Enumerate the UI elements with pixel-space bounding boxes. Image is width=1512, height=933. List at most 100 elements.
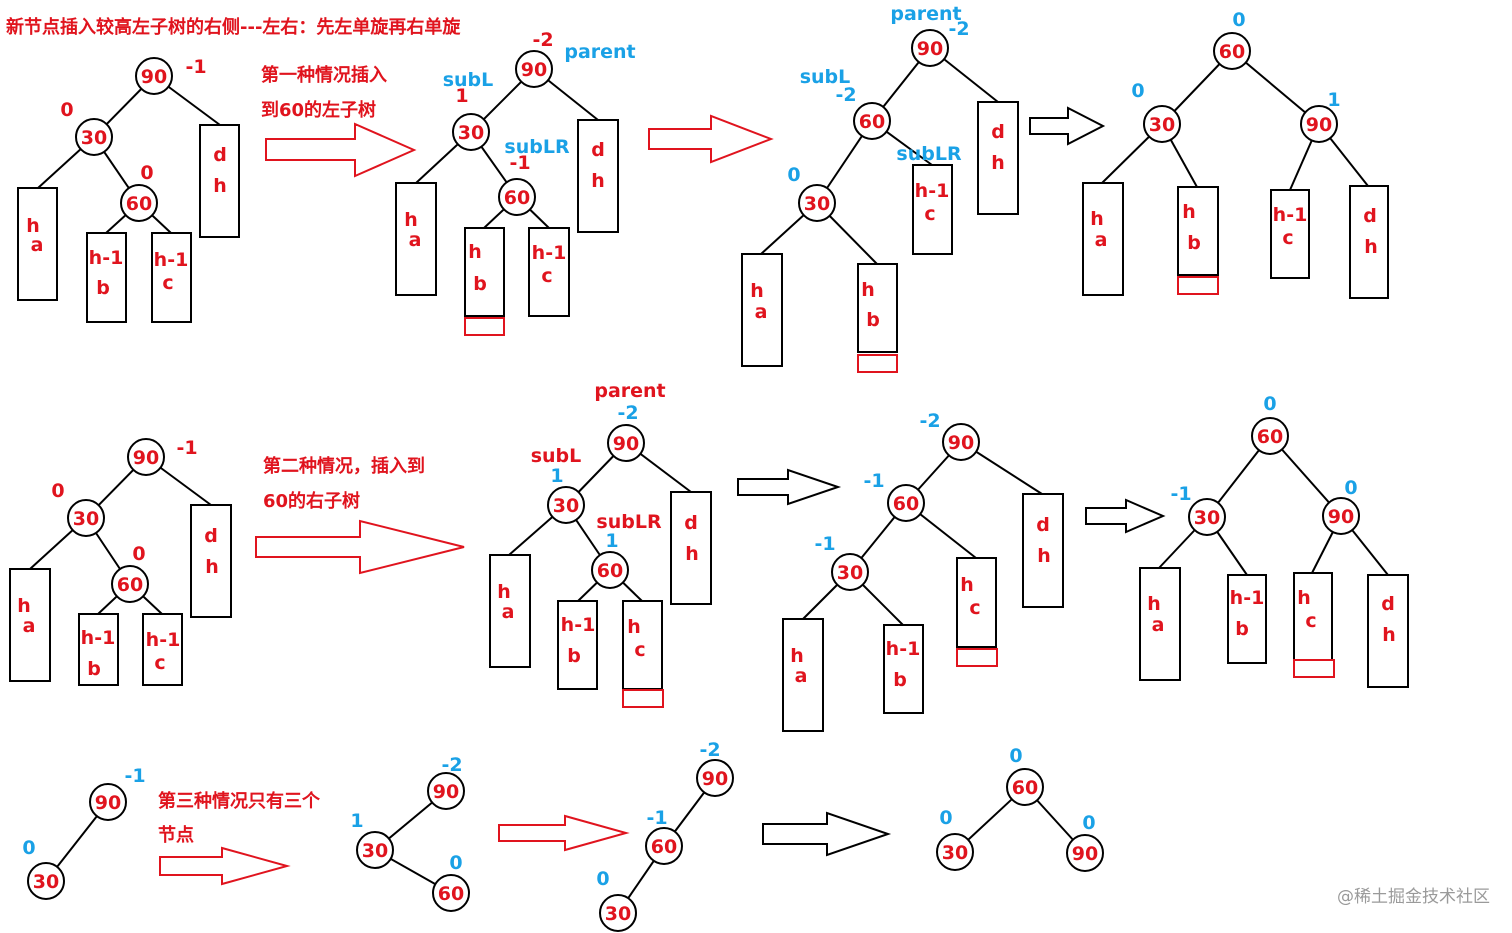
tree-node (67, 499, 105, 537)
subtree-name: d (684, 512, 698, 534)
tree-node (547, 486, 585, 524)
subtree-height: h (1090, 208, 1104, 230)
subtree-height: h (213, 175, 227, 197)
label-subL: subL (531, 445, 582, 467)
tree-node (1143, 105, 1181, 143)
balance-factor: 0 (1263, 393, 1276, 415)
subtree-name: b (87, 658, 101, 680)
node-label: 30 (362, 840, 388, 862)
node-label: 30 (81, 127, 107, 149)
row1-tree3-text: 90 60 30 parent -2 subL -2 subLR 0 h a h… (750, 3, 1005, 331)
subtree-height: h (1382, 624, 1396, 646)
caption-line: 节点 (158, 824, 194, 846)
node-label: 30 (458, 122, 484, 144)
tree-node (798, 184, 836, 222)
subtree-name: c (634, 639, 645, 661)
balance-factor: 0 (1082, 812, 1095, 834)
caption-line: 第一种情况插入 (261, 64, 387, 86)
subtree-name: b (96, 277, 110, 299)
caption-line: 第二种情况，插入到 (263, 455, 425, 477)
label-subLR: subLR (504, 136, 570, 158)
subtree-height: h (790, 645, 804, 667)
balance-factor: 0 (939, 807, 952, 829)
subtree-name: c (1305, 610, 1316, 632)
row2-tree4-nodes (1188, 417, 1360, 536)
subtree-name: c (1282, 227, 1293, 249)
red-arrow (498, 814, 630, 852)
label-parent: parent (890, 3, 961, 25)
subtree-height: h-1 (81, 627, 116, 649)
tree-node (887, 484, 925, 522)
inserted-node-marker (622, 689, 664, 708)
subtree-name: c (154, 652, 165, 674)
balance-factor: 0 (1131, 80, 1144, 102)
node-label: 30 (804, 193, 830, 215)
row1-tree1-text: 90 30 60 -1 0 0 h a h-1 b h-1 c d h (26, 56, 227, 299)
node-label: 30 (1149, 114, 1175, 136)
row1-tree4 (1082, 50, 1389, 299)
balance-factor: -2 (948, 18, 969, 40)
black-arrow (1085, 498, 1166, 534)
subtree-name: a (795, 665, 808, 687)
node-label: 90 (702, 768, 728, 790)
balance-factor: -2 (441, 754, 462, 776)
tree-node (1006, 768, 1044, 806)
node-label: 60 (117, 574, 143, 596)
node-label: 90 (613, 433, 639, 455)
node-label: 60 (1257, 426, 1283, 448)
red-arrow (255, 519, 465, 575)
subtree-name: d (1363, 205, 1377, 227)
label-parent: parent (564, 41, 635, 63)
subtree-height: h-1 (1273, 204, 1308, 226)
balance-factor: -1 (646, 807, 667, 829)
row2-tree3-nodes (831, 423, 980, 591)
balance-factor: 0 (1009, 745, 1022, 767)
subtree-name: d (991, 121, 1005, 143)
subtree-height: h (991, 152, 1005, 174)
row3-tree4-text: 60 30 90 0 0 0 (939, 745, 1098, 865)
node-label: 90 (521, 59, 547, 81)
balance-factor: 0 (449, 852, 462, 874)
subtree-height: h (468, 241, 482, 263)
subtree-name: d (591, 139, 605, 161)
inserted-node-marker (1293, 659, 1335, 678)
tree-node (1300, 105, 1338, 143)
tree-node (1188, 498, 1226, 536)
row1-tree4-text: 60 30 90 0 0 1 h a h b h-1 c d h (1090, 9, 1378, 258)
balance-factor: 0 (140, 162, 153, 184)
row2-tree1-text: 90 30 60 -1 0 0 h a h-1 b h-1 c d h (17, 437, 219, 680)
tree-node (89, 783, 127, 821)
row3-tree1-text: 90 30 -1 0 (22, 765, 145, 893)
tree-node (645, 827, 683, 865)
subtree-height: h-1 (1230, 587, 1265, 609)
watermark: @稀土掘金技术社区 (1337, 887, 1490, 907)
red-arrow (648, 114, 774, 164)
subtree-name: b (567, 645, 581, 667)
subtree-name: b (866, 309, 880, 331)
subtree-height: h (627, 616, 641, 638)
tree-node (27, 862, 65, 900)
node-label: 60 (126, 193, 152, 215)
inserted-node-marker (857, 354, 898, 373)
node-label: 60 (504, 187, 530, 209)
subtree-height: h (1182, 201, 1196, 223)
row3-tree2 (356, 772, 470, 912)
row2-tree4 (1139, 435, 1409, 688)
balance-factor: 1 (605, 530, 618, 552)
red-arrow (265, 122, 417, 178)
tree-node (127, 438, 165, 476)
subtree-height: h (497, 581, 511, 603)
balance-factor: 0 (787, 164, 800, 186)
caption-line: 第三种情况只有三个 (158, 790, 321, 812)
tree-node (432, 874, 470, 912)
row3-tree2-text: 90 30 60 -2 1 0 (350, 754, 464, 905)
subtree-height: h-1 (561, 614, 596, 636)
node-label: 90 (948, 432, 974, 454)
row2-tree3-text: 90 60 30 -2 -1 -1 h a h-1 b h c d h (790, 410, 1051, 691)
black-arrow (737, 468, 842, 506)
label-subL: subL (800, 66, 851, 88)
subtree-name: c (162, 272, 173, 294)
subtree-height: h-1 (915, 180, 950, 202)
row3-tree4 (936, 768, 1104, 872)
